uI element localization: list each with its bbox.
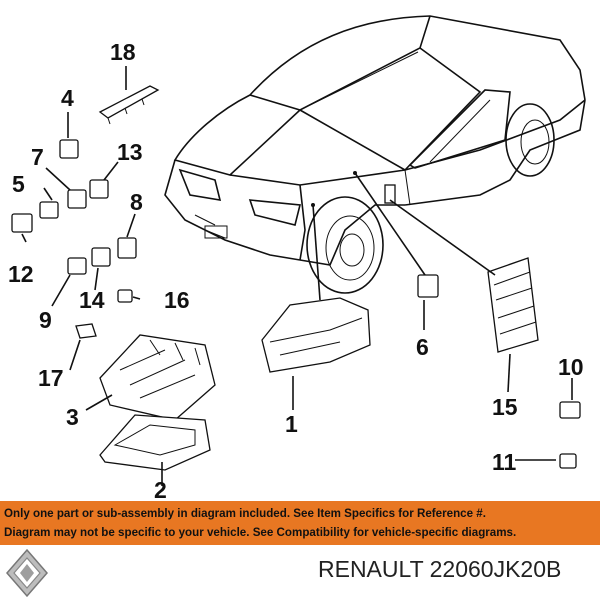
callout-10: 10 [558,354,584,380]
part-12-relay [11,213,33,233]
callout-9: 9 [39,307,52,333]
callout-1: 1 [285,411,298,437]
notice-line-1: Only one part or sub-assembly in diagram… [4,507,486,520]
part-15-control-module [487,257,539,353]
part-18-bracket [98,85,160,125]
callout-4: 4 [61,85,74,111]
notice-banner: Only one part or sub-assembly in diagram… [0,501,600,545]
callout-7: 7 [31,144,44,170]
callout-12: 12 [8,261,34,287]
parts-diagram: 18 4 7 13 5 8 12 14 16 9 17 3 2 1 6 15 1… [8,15,586,500]
callout-13: 13 [117,139,143,165]
part-17-clip [75,323,97,339]
callout-14: 14 [79,287,105,313]
part-6-relay [417,274,439,298]
leader-lines [21,66,573,486]
part-13-relay [89,179,109,199]
callout-16: 16 [164,287,190,313]
part-10-relay [559,401,581,419]
part-number-caption: RENAULT 22060JK20B [318,556,562,582]
part-1-cover [261,297,371,373]
callout-11: 11 [492,449,517,475]
callout-3: 3 [66,404,79,430]
notice-line-2: Diagram may not be specific to your vehi… [4,526,517,539]
callout-2: 2 [154,477,167,500]
callout-18: 18 [110,39,136,65]
part-3-fuse-block [99,334,216,421]
part-4-relay [59,139,79,159]
car-illustration [164,15,586,294]
callout-6: 6 [416,334,429,360]
part-11-connector [559,453,577,469]
part-2-bracket [99,414,211,471]
part-16-relay [117,289,133,303]
part-8-relay [117,237,137,259]
callout-17: 17 [38,365,64,391]
part-7-relay [67,189,87,209]
callout-5: 5 [12,171,25,197]
callout-8: 8 [130,189,143,215]
part-5-relay [39,201,59,219]
callout-15: 15 [492,394,518,420]
callout-labels: 18 4 7 13 5 8 12 14 16 9 17 3 2 1 6 15 1… [8,39,584,500]
renault-logo-icon [6,548,48,598]
part-9-relay [67,257,87,275]
part-14-relay [91,247,111,267]
